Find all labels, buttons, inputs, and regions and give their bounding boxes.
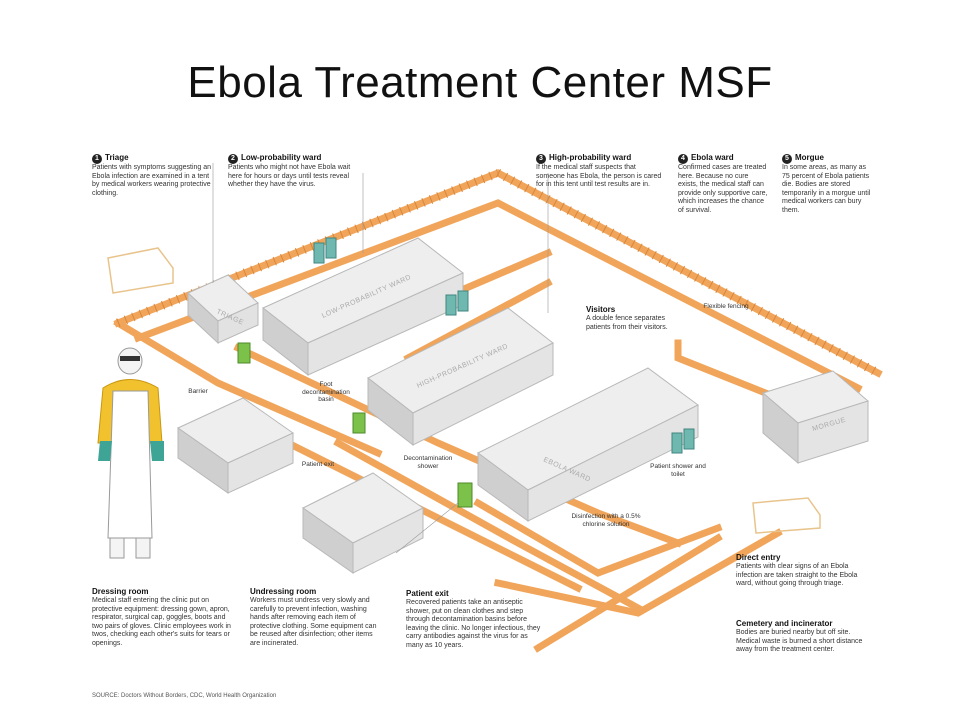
callout-heading: Morgue [795, 153, 824, 162]
tent-high-front [412, 342, 554, 446]
worker-goggles [120, 356, 140, 361]
callout-undressing-room: Undressing room Workers must undress ver… [250, 587, 380, 649]
source-credit: SOURCE: Doctors Without Borders, CDC, Wo… [92, 693, 277, 699]
callout-heading: Direct entry [736, 553, 781, 562]
ambulance-direct-entry [752, 497, 821, 534]
label-flexible-fencing: Flexible fencing [703, 303, 749, 310]
label-patient-shower: Patient shower and toilet [650, 463, 706, 478]
callout-visitors: Visitors A double fence separates patien… [586, 305, 668, 332]
tent-morgue-front [797, 400, 869, 464]
callout-text: Recovered patients take an antiseptic sh… [406, 599, 541, 649]
leader-patient-exit [395, 502, 459, 554]
label-foot-basin: Foot decontamination basin [302, 381, 350, 403]
toilet-unit-low-b [325, 237, 337, 259]
callout-number: 3 [536, 154, 546, 164]
callout-text: Patients with clear signs of an Ebola in… [736, 563, 858, 588]
worker-right-glove [150, 441, 164, 461]
callout-text: If the medical staff suspects that someo… [536, 164, 662, 189]
callout-heading: Patient exit [406, 589, 449, 598]
worker-left-boot [109, 537, 125, 559]
label-patient-exit-small: Patient exit [301, 461, 335, 468]
fence-low-bottom [533, 533, 723, 653]
tent-undressing-room [302, 472, 424, 574]
toilet-unit-high-a [445, 294, 457, 316]
patient-shower-unit-b [683, 428, 695, 450]
callout-text: Medical staff entering the clinic put on… [92, 597, 231, 647]
ambulance-triage [107, 247, 174, 294]
tent-low-probability-ward: LOW-PROBABILITY WARD [262, 237, 464, 377]
label-disinfection: Disinfection with a 0.5% chlorine soluti… [571, 513, 641, 528]
patient-shower-unit-a [671, 432, 683, 454]
fence-bottom-b [333, 438, 643, 613]
tent-undressing-front [352, 507, 424, 574]
label-barrier: Barrier [188, 388, 208, 395]
callout-direct-entry: Direct entry Patients with clear signs o… [736, 553, 868, 589]
tent-dressing-room [177, 397, 294, 494]
worker-apron [107, 390, 153, 539]
callout-text: In some areas, as many as 75 percent of … [782, 164, 871, 214]
callout-text: Confirmed cases are treated here. Becaus… [678, 164, 768, 214]
label-decon-shower: Decontamination shower [403, 455, 453, 470]
callout-text: A double fence separates patients from t… [586, 315, 668, 331]
fence-right [674, 339, 783, 403]
foot-basin-unit [237, 342, 251, 364]
protective-suit-worker [97, 347, 164, 559]
callout-text: Bodies are buried nearby but off site. M… [736, 629, 863, 654]
leader-lines [212, 163, 549, 554]
tent-dressing-front [227, 432, 294, 494]
fence-exit-b [493, 528, 783, 617]
fence-bottom-a [263, 428, 583, 593]
vehicles [107, 247, 821, 534]
decontamination-shower-unit [457, 482, 473, 508]
callout-text: Patients with symptoms suggesting an Ebo… [92, 164, 212, 197]
callout-heading: Cemetery and incinerator [736, 619, 833, 628]
shower-unit-mid [352, 412, 366, 434]
worker-right-boot [135, 537, 151, 559]
treatment-center-illustration: TRIAGE LOW-PROBABILITY WARD HIGH-PROBABI… [78, 143, 888, 708]
callout-patient-exit: Patient exit Recovered patients take an … [406, 589, 546, 651]
callout-number: 4 [678, 154, 688, 164]
callout-dressing-room: Dressing room Medical staff entering the… [92, 587, 232, 649]
worker-left-glove [98, 441, 112, 461]
tent-ebola-ward: EBOLA WARD [477, 367, 699, 522]
callout-heading: Low-probability ward [241, 153, 322, 162]
fence-left [113, 318, 383, 458]
fence-exit-a [473, 498, 723, 577]
callout-number: 1 [92, 154, 102, 164]
callout-text: Patients who might not have Ebola wait h… [228, 164, 351, 189]
tent-triage: TRIAGE [187, 274, 259, 345]
tent-triage-front [217, 302, 259, 344]
callout-heading: Visitors [586, 305, 616, 314]
slide-title: Ebola Treatment Center MSF [187, 58, 773, 107]
callout-text: Workers must undress very slowly and car… [250, 597, 377, 647]
fence-inner-top [133, 199, 863, 393]
callout-cemetery-incinerator: Cemetery and incinerator Bodies are buri… [736, 619, 868, 655]
callout-heading: High-probability ward [549, 153, 632, 162]
toilet-unit-low-a [313, 242, 325, 264]
callout-heading: Dressing room [92, 587, 149, 596]
callout-heading: Undressing room [250, 587, 317, 596]
facility-units [237, 237, 695, 508]
callout-number: 2 [228, 154, 238, 164]
tent-ebola-front [527, 404, 699, 522]
callout-heading: Triage [105, 153, 129, 162]
callout-number: 5 [782, 154, 792, 164]
toilet-unit-high-b [457, 290, 469, 312]
site-drawing: TRIAGE LOW-PROBABILITY WARD HIGH-PROBABI… [97, 163, 883, 653]
tent-high-probability-ward: HIGH-PROBABILITY WARD [367, 307, 554, 447]
fence-corridor-b [403, 278, 553, 363]
callout-heading: Ebola ward [691, 153, 734, 162]
tent-morgue: MORGUE [761, 370, 870, 465]
